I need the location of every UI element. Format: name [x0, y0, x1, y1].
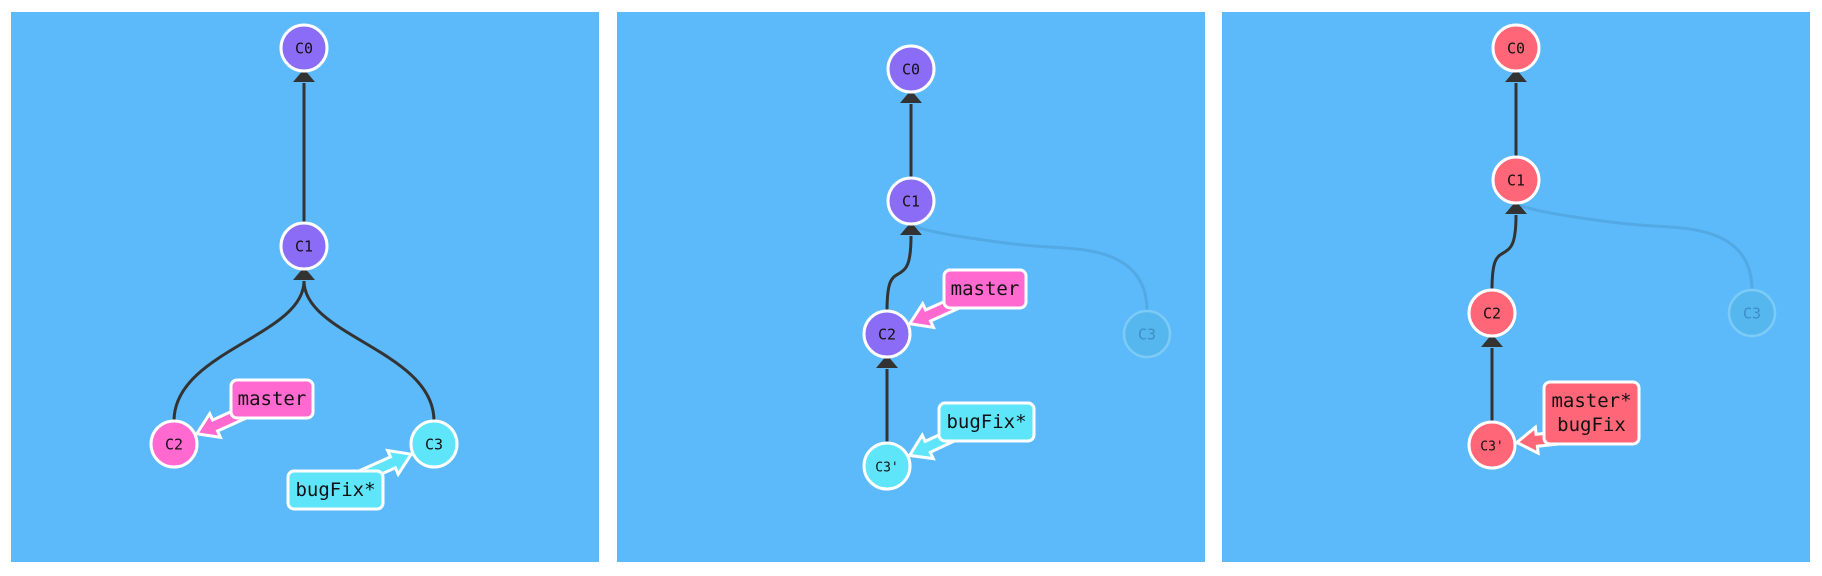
branch-label-box [286, 469, 385, 511]
branch-label-text: bugFix* [295, 479, 375, 501]
commit-circle [1491, 23, 1541, 73]
commit-label: C0 [902, 61, 920, 79]
commit-edge [172, 280, 306, 422]
branch-label-box [1542, 380, 1641, 446]
commit-circle [1727, 288, 1777, 338]
edges [172, 69, 436, 422]
commit-circle [279, 23, 329, 73]
commit-circle [1122, 309, 1172, 359]
branch-label-text: master* [1551, 390, 1631, 412]
branch-master[interactable]: master [907, 268, 1028, 330]
commit-label: C1 [902, 193, 920, 211]
faded-commit-edge [1514, 201, 1754, 291]
commit-label: C3' [875, 461, 898, 476]
branch-master[interactable]: master [194, 378, 315, 440]
edge-arrowhead [900, 90, 922, 103]
commit-circle [862, 309, 912, 359]
commit-c0[interactable]: C0 [886, 44, 936, 94]
commit-c3p[interactable]: C3' [1467, 420, 1517, 470]
edge-arrowhead [900, 222, 922, 235]
branch-label-text: bugFix [1557, 414, 1626, 436]
commit-c2[interactable]: C2 [862, 309, 912, 359]
branches: master bugFix* [194, 378, 414, 511]
commit-label: C0 [295, 40, 313, 58]
commit-label: C0 [1507, 40, 1525, 58]
edge-arrowhead [876, 355, 898, 368]
commit-edge [1490, 214, 1518, 291]
commit-circle [862, 441, 912, 491]
commit-circle [1491, 155, 1541, 205]
commit-c3[interactable]: C3 [409, 419, 459, 469]
commit-label: C3 [1138, 326, 1156, 344]
commit-circle [149, 419, 199, 469]
branches: master*bugFix [1514, 380, 1641, 456]
edge-arrowhead [1481, 334, 1503, 347]
commit-c0[interactable]: C0 [1491, 23, 1541, 73]
commit-c3p[interactable]: C3' [862, 441, 912, 491]
edge-arrowhead [1505, 201, 1527, 214]
commit-label: C1 [295, 238, 313, 256]
commit-label: C2 [1483, 305, 1501, 323]
commit-label: C3 [1743, 305, 1761, 323]
faded-commit-edge [909, 222, 1149, 312]
edge-arrowhead [1505, 69, 1527, 82]
branch-label-text: master [238, 388, 307, 410]
commit-c2[interactable]: C2 [149, 419, 199, 469]
branch-label-text: bugFix* [946, 411, 1026, 433]
commit-c3[interactable]: C3 [1122, 309, 1172, 359]
branch-bugfix[interactable]: bugFix* [907, 401, 1036, 461]
edge-arrowhead [293, 267, 315, 280]
commit-circle [1467, 288, 1517, 338]
commit-label: C3' [1480, 440, 1503, 455]
commit-c1[interactable]: C1 [279, 221, 329, 271]
branch-bugfix[interactable]: bugFix* [286, 448, 414, 511]
commit-circle [886, 44, 936, 94]
commit-label: C2 [878, 326, 896, 344]
edges [1481, 69, 1754, 422]
commit-label: C3 [425, 436, 443, 454]
commit-circle [886, 176, 936, 226]
commit-c0[interactable]: C0 [279, 23, 329, 73]
commit-edge [302, 280, 436, 422]
branch-label-box [937, 401, 1036, 443]
commit-edge [885, 235, 913, 312]
branches: master bugFix* [907, 268, 1036, 461]
commit-circle [279, 221, 329, 271]
commit-c2[interactable]: C2 [1467, 288, 1517, 338]
edge-arrowhead [293, 69, 315, 82]
commit-c3[interactable]: C3 [1727, 288, 1777, 338]
commit-label: C1 [1507, 172, 1525, 190]
commit-c1[interactable]: C1 [886, 176, 936, 226]
branch-label-box [229, 378, 315, 420]
branch-label-box [942, 268, 1028, 310]
branch-label-text: master [951, 278, 1020, 300]
commit-circle [1467, 420, 1517, 470]
commit-c1[interactable]: C1 [1491, 155, 1541, 205]
branch-master-bugfix[interactable]: master*bugFix [1514, 380, 1641, 456]
edges [876, 90, 1149, 443]
commit-label: C2 [165, 436, 183, 454]
commit-circle [409, 419, 459, 469]
